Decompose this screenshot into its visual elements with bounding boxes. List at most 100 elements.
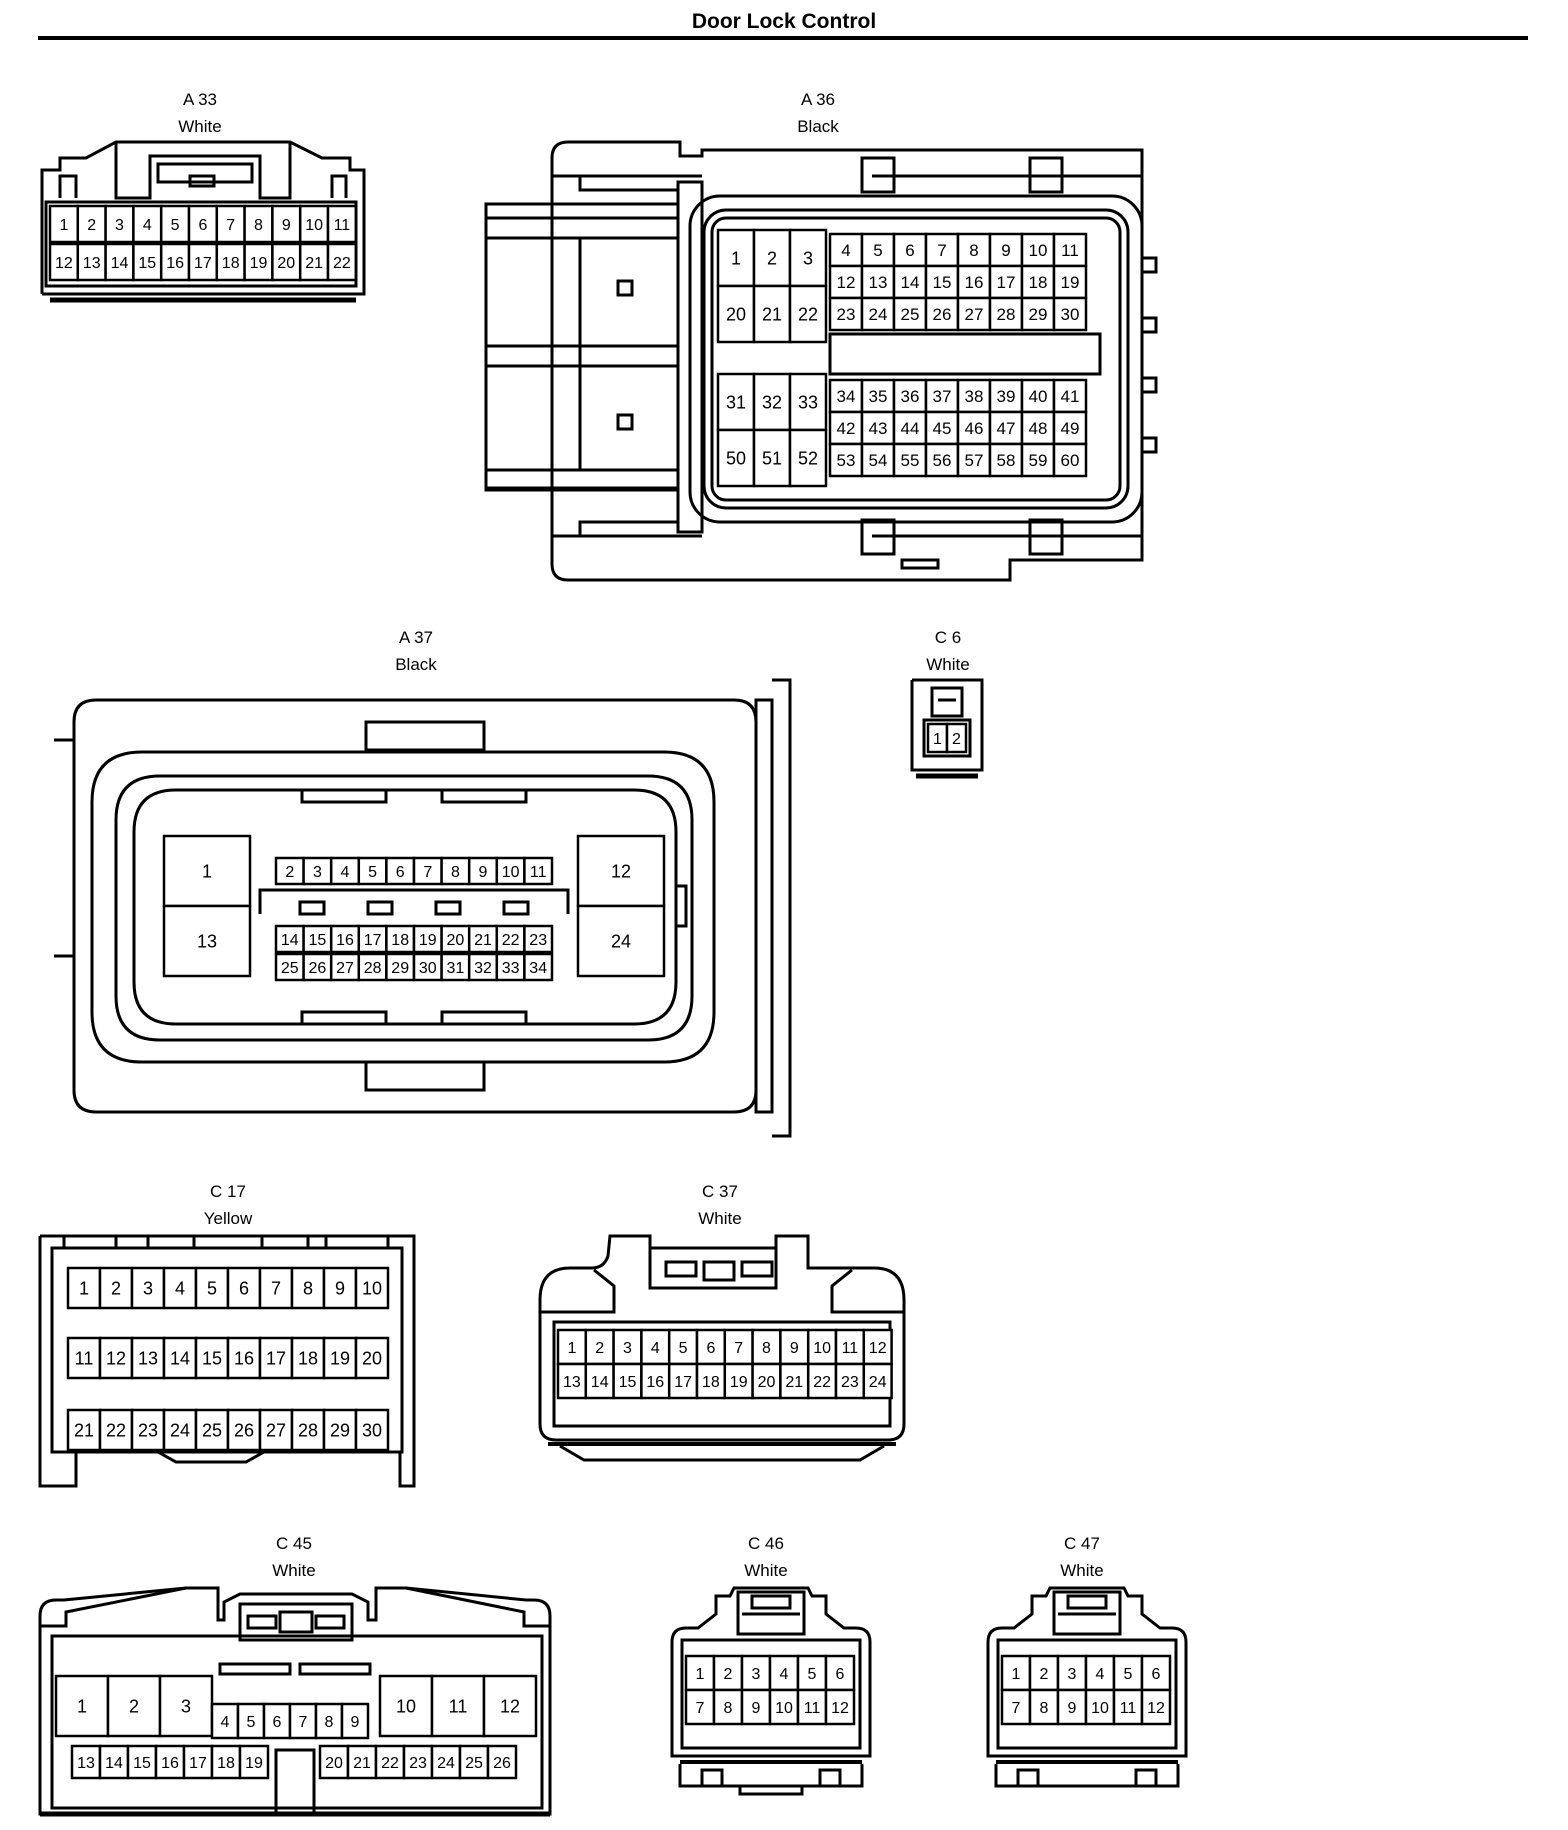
a36-pin-55: 55 xyxy=(892,442,928,478)
a37-pin-25: 25 xyxy=(274,952,305,982)
c47-pin-10: 10 xyxy=(1084,1688,1116,1726)
svg-text:12: 12 xyxy=(55,255,73,272)
a36-pin-9: 9 xyxy=(988,232,1024,268)
c17-pin-25: 25 xyxy=(194,1408,230,1452)
c46-pin-9: 9 xyxy=(740,1688,772,1726)
c37-pin-18: 18 xyxy=(695,1362,727,1400)
a36-pin-36: 36 xyxy=(892,378,928,414)
svg-text:10: 10 xyxy=(502,864,520,881)
a36-pin-52: 52 xyxy=(788,428,828,488)
a37-pin-29: 29 xyxy=(385,952,416,982)
svg-text:3: 3 xyxy=(1068,1666,1077,1683)
c17-pin-10: 10 xyxy=(354,1266,390,1310)
a36-pin-16: 16 xyxy=(956,264,992,300)
c46-pin-1: 1 xyxy=(684,1654,716,1692)
svg-text:36: 36 xyxy=(901,387,920,406)
c47-name: C 47 xyxy=(1064,1534,1100,1553)
a36-pin-15: 15 xyxy=(924,264,960,300)
c17-pin-12: 12 xyxy=(98,1336,134,1380)
c47-pin-8: 8 xyxy=(1028,1688,1060,1726)
c37-pin-10: 10 xyxy=(806,1328,838,1366)
svg-text:6: 6 xyxy=(396,864,405,881)
a37-pin-21: 21 xyxy=(467,924,499,954)
c37-pin-21: 21 xyxy=(779,1362,810,1400)
c37-pin-5: 5 xyxy=(667,1328,699,1366)
c45-pin-5: 5 xyxy=(236,1702,266,1740)
svg-text:5: 5 xyxy=(247,1714,256,1731)
c46-pin-8: 8 xyxy=(712,1688,744,1726)
svg-text:18: 18 xyxy=(217,1755,235,1772)
a37-pin-14: 14 xyxy=(274,924,305,954)
svg-text:24: 24 xyxy=(611,931,631,951)
c45-pin-4: 4 xyxy=(210,1702,240,1740)
c47-pin-12: 12 xyxy=(1140,1688,1172,1726)
svg-text:6: 6 xyxy=(836,1666,845,1683)
svg-text:11: 11 xyxy=(449,1696,468,1716)
svg-text:11: 11 xyxy=(1061,241,1079,260)
a37-pin-16: 16 xyxy=(329,924,361,954)
svg-text:4: 4 xyxy=(341,864,350,881)
c17-pin-29: 29 xyxy=(322,1408,358,1452)
a36-pin-34: 34 xyxy=(828,378,864,414)
svg-text:10: 10 xyxy=(1091,1700,1109,1717)
c37-pin-11: 11 xyxy=(834,1328,866,1366)
svg-text:23: 23 xyxy=(837,305,856,324)
svg-text:1: 1 xyxy=(933,731,942,748)
svg-text:26: 26 xyxy=(933,305,952,324)
svg-text:19: 19 xyxy=(730,1374,748,1391)
c47-pin-6: 6 xyxy=(1140,1654,1172,1692)
a36-pin-56: 56 xyxy=(924,442,960,478)
c37-pin-1: 1 xyxy=(556,1328,588,1366)
svg-text:34: 34 xyxy=(837,387,856,406)
c17-pin-16: 16 xyxy=(226,1336,262,1380)
c47-housing xyxy=(986,1586,1188,1788)
svg-text:3: 3 xyxy=(313,864,322,881)
a37-pin-23: 23 xyxy=(523,924,554,954)
svg-text:25: 25 xyxy=(202,1420,222,1440)
svg-text:3: 3 xyxy=(115,217,124,234)
svg-text:5: 5 xyxy=(873,241,882,260)
svg-text:54: 54 xyxy=(869,451,888,470)
a36-pin-60: 60 xyxy=(1052,442,1088,478)
svg-text:12: 12 xyxy=(611,861,631,881)
a37-pin-11: 11 xyxy=(523,856,554,886)
c17-name: C 17 xyxy=(210,1182,246,1201)
c45-pin-25: 25 xyxy=(458,1744,490,1780)
svg-text:23: 23 xyxy=(529,932,547,949)
c17-pin-21: 21 xyxy=(66,1408,102,1452)
svg-text:11: 11 xyxy=(842,1340,859,1357)
c47-pin-1: 1 xyxy=(1000,1654,1032,1692)
svg-text:14: 14 xyxy=(105,1755,123,1772)
c17-pin-5: 5 xyxy=(194,1266,230,1310)
a37-pin-13: 13 xyxy=(162,904,252,978)
svg-text:11: 11 xyxy=(530,864,547,881)
c17-pin-23: 23 xyxy=(130,1408,166,1452)
a36-pin-37: 37 xyxy=(924,378,960,414)
c46-pin-5: 5 xyxy=(796,1654,828,1692)
c37-pin-8: 8 xyxy=(751,1328,782,1366)
c37-name: C 37 xyxy=(702,1182,738,1201)
a37-pin-4: 4 xyxy=(329,856,361,886)
a36-pin-43: 43 xyxy=(860,410,896,446)
c47-pin-11: 11 xyxy=(1112,1688,1144,1726)
svg-text:16: 16 xyxy=(161,1755,179,1772)
svg-text:7: 7 xyxy=(1012,1700,1021,1717)
svg-text:6: 6 xyxy=(1152,1666,1161,1683)
svg-text:6: 6 xyxy=(706,1340,715,1357)
svg-text:15: 15 xyxy=(138,255,156,272)
svg-text:22: 22 xyxy=(813,1374,831,1391)
svg-text:20: 20 xyxy=(447,932,465,949)
a36-pin-19: 19 xyxy=(1052,264,1088,300)
svg-text:3: 3 xyxy=(803,248,813,268)
a37-pin-19: 19 xyxy=(412,924,443,954)
svg-text:4: 4 xyxy=(143,217,152,234)
c46-pin-10: 10 xyxy=(768,1688,800,1726)
svg-text:9: 9 xyxy=(1068,1700,1077,1717)
svg-text:15: 15 xyxy=(133,1755,151,1772)
a33-pin-1: 1 xyxy=(48,204,80,244)
a33-pin-8: 8 xyxy=(243,204,274,244)
c46-color: White xyxy=(744,1561,788,1580)
svg-text:22: 22 xyxy=(106,1420,126,1440)
c47-pin-4: 4 xyxy=(1084,1654,1116,1692)
svg-text:9: 9 xyxy=(351,1714,360,1731)
